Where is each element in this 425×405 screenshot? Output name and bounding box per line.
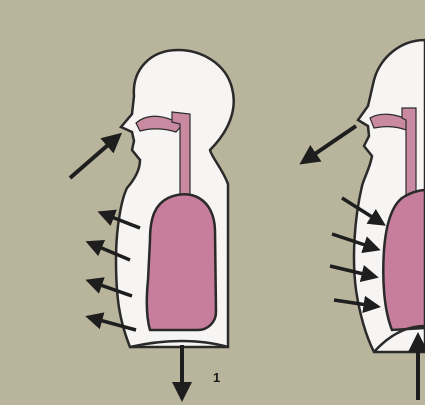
panel-label-left: 1: [213, 370, 220, 385]
lung-left: [147, 194, 216, 330]
